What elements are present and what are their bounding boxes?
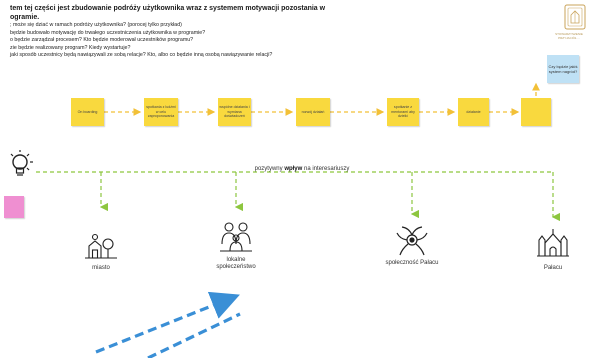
community-icon: [220, 222, 252, 252]
brief-question: o będzie zarządzał procesem? Kto będzie …: [10, 37, 194, 44]
logo-caption: STOWARZYSZENIE PRZYJACIÓŁ ...: [549, 32, 589, 40]
blue-arrow: [95, 291, 240, 354]
rewards-question-note: Czy będzie jakiś system nagród?: [547, 55, 579, 83]
lightbulb-icon: [10, 150, 33, 176]
pink-sticky-note: [4, 196, 24, 218]
journey-note: działanie: [458, 98, 489, 126]
brief-question: będzie budowało motywację do trwałego uc…: [10, 29, 206, 36]
palace-icon: [537, 229, 569, 257]
stakeholder-label: lokalne społeczeństwo: [216, 257, 256, 270]
journey-note: spotkania z ludźmi w celu zaproponowania: [144, 98, 178, 126]
stakeholder-label: Pałacu: [543, 265, 563, 271]
network-icon: [396, 226, 428, 256]
journey-flow-arrows: [104, 82, 540, 116]
logo-caption-line: STOWARZYSZENIE: [555, 32, 583, 36]
palace-logo-icon: [564, 4, 586, 30]
journey-note: wspólne działania i wymiana doświadczeń: [218, 98, 251, 126]
stakeholder-label: społeczność Pałacu: [385, 260, 439, 266]
impact-label: pozytywny wpływ na interesariuszy: [232, 165, 372, 173]
blue-arrow: [147, 312, 241, 358]
brief-title-line: tem tej części jest zbudowanie podróży u…: [10, 5, 326, 12]
logo-caption-line: PRZYJACIÓŁ ...: [558, 36, 580, 40]
journey-note: spotkanie z mentorami aby dzielić: [387, 98, 419, 126]
brief-question: zie będzie realizowany program? Kiedy wy…: [10, 44, 131, 51]
journey-note: [521, 98, 551, 126]
city-icon: [85, 233, 117, 259]
journey-note: rozwój działań: [296, 98, 330, 126]
impact-label-prefix: pozytywny: [254, 166, 285, 172]
brief-text: tem tej części jest zbudowanie podróży u…: [10, 4, 410, 60]
journey-note: On boarding: [71, 98, 104, 126]
impact-label-suffix: na interesariuszy: [302, 166, 350, 172]
brief-question: jaki sposób uczestnicy będą nawiązywali …: [10, 52, 273, 59]
blue-dashed-arrows: [95, 291, 241, 358]
brief-title-line: ogramie.: [10, 14, 40, 21]
brief-question: ; może się dziać w ramach podróży użytko…: [10, 22, 182, 28]
impact-arrows: [36, 171, 561, 222]
stakeholder-label: miasto: [92, 265, 110, 271]
impact-label-bold: wpływ: [284, 166, 303, 172]
